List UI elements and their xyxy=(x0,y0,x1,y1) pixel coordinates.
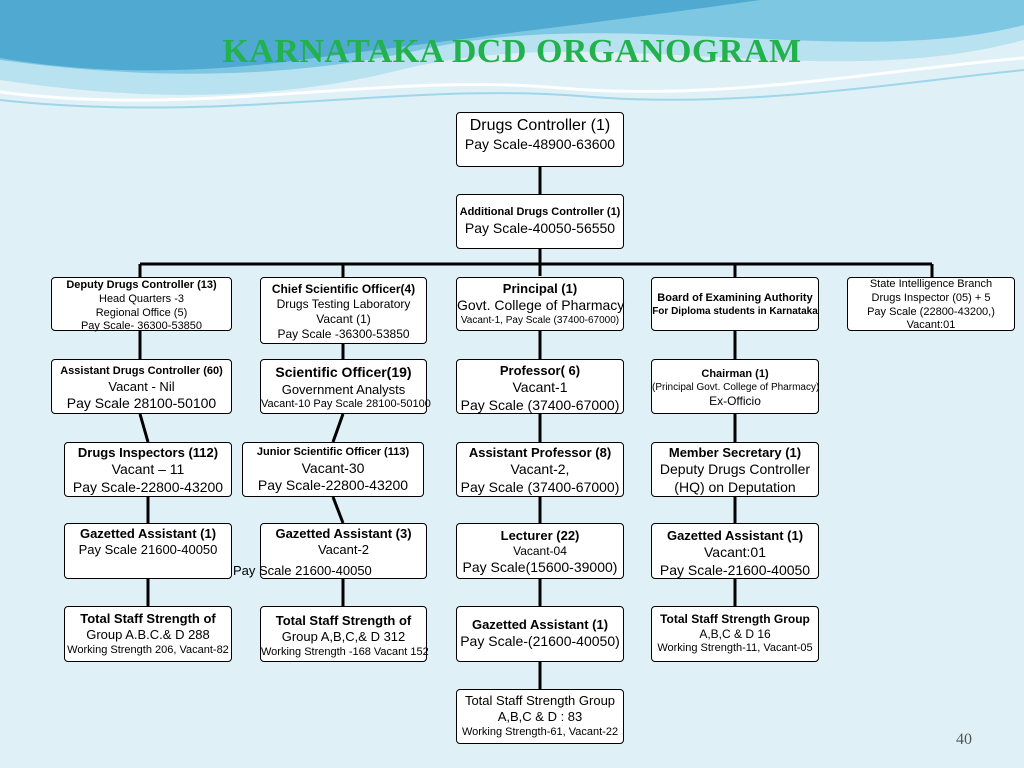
jso-payscale: Pay Scale-22800-43200 xyxy=(257,477,409,494)
ddc-regional: Regional Office (5) xyxy=(95,306,188,319)
di-payscale: Pay Scale-22800-43200 xyxy=(72,478,224,495)
cso-payscale: Pay Scale -36300-53850 xyxy=(277,327,410,341)
col2-ga-vacant: Vacant-2 xyxy=(317,542,370,558)
ddc-title: Deputy Drugs Controller (13) xyxy=(66,279,217,291)
header-wave-decoration xyxy=(0,0,1024,130)
di-title: Drugs Inspectors (112) xyxy=(77,445,219,460)
col4-gazetted-assistant-box: Gazetted Assistant (1) Vacant:01 Pay Sca… xyxy=(651,523,819,579)
asst-prof-title: Assistant Professor (8) xyxy=(468,445,612,460)
adc-vacant: Vacant - Nil xyxy=(108,378,175,394)
deputy-drugs-controller-box: Deputy Drugs Controller (13) Head Quarte… xyxy=(51,277,232,333)
asst-prof-payscale: Pay Scale (37400-67000) xyxy=(460,478,620,495)
page-title: KARNATAKA DCD ORGANOGRAM xyxy=(222,33,802,70)
board-subtitle: For Diploma students in Karnataka xyxy=(652,305,818,317)
col1-gazetted-assistant-box: Gazetted Assistant (1) Pay Scale 21600-4… xyxy=(64,523,232,579)
ddc-hq: Head Quarters -3 xyxy=(99,292,184,305)
col3-total-working: Working Strength-61, Vacant-22 xyxy=(461,725,619,738)
col3-total-group: A,B,C & D : 83 xyxy=(497,709,583,725)
professor-box: Professor( 6) Vacant-1 Pay Scale (37400-… xyxy=(456,359,624,414)
col4-total-working: Working Strength-11, Vacant-05 xyxy=(657,642,813,654)
chairman-box: Chairman (1) (Principal Govt. College of… xyxy=(651,359,819,414)
so-vacant-payscale: Vacant-10 Pay Scale 28100-50100 xyxy=(261,397,431,410)
col4-ga-title: Gazetted Assistant (1) xyxy=(666,528,804,543)
col1-total-title: Total Staff Strength of xyxy=(80,611,216,626)
additional-drugs-controller-title: Additional Drugs Controller (1) xyxy=(459,206,621,218)
col2-total-working: Working Strength -168 Vacant 152 xyxy=(261,645,429,658)
principal-college: Govt. College of Pharmacy xyxy=(457,297,625,314)
board-title: Board of Examining Authority xyxy=(657,292,813,304)
member-sec-title: Member Secretary (1) xyxy=(668,445,802,460)
col2-total-title: Total Staff Strength of xyxy=(275,613,412,628)
col3-total-strength-box: Total Staff Strength Group A,B,C & D : 8… xyxy=(456,689,624,744)
col1-total-working: Working Strength 206, Vacant-82 xyxy=(67,643,229,656)
board-examining-authority-box: Board of Examining Authority For Diploma… xyxy=(651,277,819,331)
col1-ga-payscale: Pay Scale 21600-40050 xyxy=(78,542,218,558)
adc-payscale: Pay Scale 28100-50100 xyxy=(66,395,217,411)
principal-vacant-payscale: Vacant-1, Pay Scale (37400-67000) xyxy=(460,314,620,326)
junior-scientific-officer-box: Junior Scientific Officer (113) Vacant-3… xyxy=(242,442,424,497)
cso-vacant: Vacant (1) xyxy=(316,312,371,326)
cso-lab: Drugs Testing Laboratory xyxy=(276,297,411,311)
col3-total-title: Total Staff Strength Group xyxy=(464,693,616,708)
state-intelligence-branch-box: State Intelligence Branch Drugs Inspecto… xyxy=(847,277,1015,331)
member-sec-deputation: (HQ) on Deputation xyxy=(674,478,796,495)
assistant-drugs-controller-box: Assistant Drugs Controller (60) Vacant -… xyxy=(51,359,232,414)
sib-title: State Intelligence Branch xyxy=(869,278,993,290)
additional-drugs-controller-box: Additional Drugs Controller (1) Pay Scal… xyxy=(456,194,624,249)
col2-ga-title: Gazetted Assistant (3) xyxy=(275,526,412,541)
col2-total-strength-box: Total Staff Strength of Group A,B,C,& D … xyxy=(260,606,429,662)
drugs-controller-payscale: Pay Scale-48900-63600 xyxy=(464,136,616,152)
col1-total-group: Group A.B.C.& D 288 xyxy=(86,627,210,643)
sib-inspectors: Drugs Inspector (05) + 5 xyxy=(871,291,991,304)
drugs-inspectors-box: Drugs Inspectors (112) Vacant – 11 Pay S… xyxy=(64,442,232,497)
chairman-title: Chairman (1) xyxy=(701,368,769,380)
col2-total-group: Group A,B,C,& D 312 xyxy=(281,629,406,645)
cso-title: Chief Scientific Officer(4) xyxy=(271,282,416,296)
lecturer-box: Lecturer (22) Vacant-04 Pay Scale(15600-… xyxy=(456,523,624,579)
col4-ga-vacant: Vacant:01 xyxy=(703,544,766,561)
col1-total-strength-box: Total Staff Strength of Group A.B.C.& D … xyxy=(64,606,232,662)
adc-title: Assistant Drugs Controller (60) xyxy=(60,365,223,377)
asst-prof-vacant: Vacant-2, xyxy=(510,461,570,478)
col4-total-title: Total Staff Strength Group xyxy=(660,612,810,626)
assistant-professor-box: Assistant Professor (8) Vacant-2, Pay Sc… xyxy=(456,442,624,497)
member-secretary-box: Member Secretary (1) Deputy Drugs Contro… xyxy=(651,442,819,497)
drugs-controller-box: Drugs Controller (1) Pay Scale-48900-636… xyxy=(456,112,624,167)
principal-box: Principal (1) Govt. College of Pharmacy … xyxy=(456,277,624,331)
di-vacant: Vacant – 11 xyxy=(111,461,185,478)
col2-gazetted-assistant-box: Gazetted Assistant (3) Vacant-2 Pay Scal… xyxy=(233,523,427,579)
chief-scientific-officer-box: Chief Scientific Officer(4) Drugs Testin… xyxy=(260,277,427,344)
col3-ga-payscale: Pay Scale-(21600-40050) xyxy=(460,633,620,650)
professor-title: Professor( 6) xyxy=(499,363,581,378)
col3-ga-title: Gazetted Assistant (1) xyxy=(471,617,609,632)
col4-ga-payscale: Pay Scale-21600-40050 xyxy=(659,561,811,578)
so-title: Scientific Officer(19) xyxy=(275,364,412,380)
col3-gazetted-assistant-box: Gazetted Assistant (1) Pay Scale-(21600-… xyxy=(456,606,624,662)
lecturer-title: Lecturer (22) xyxy=(500,528,580,543)
chairman-exofficio: Ex-Officio xyxy=(709,394,761,409)
additional-drugs-controller-payscale: Pay Scale-40050-56550 xyxy=(464,219,616,236)
jso-vacant: Vacant-30 xyxy=(301,459,365,476)
so-analysts: Government Analysts xyxy=(281,381,406,397)
lecturer-vacant: Vacant-04 xyxy=(513,544,567,559)
jso-title: Junior Scientific Officer (113) xyxy=(256,446,410,458)
col4-total-strength-box: Total Staff Strength Group A,B,C & D 16 … xyxy=(651,606,819,662)
member-sec-deputy: Deputy Drugs Controller xyxy=(659,461,811,478)
sib-vacant: Vacant:01 xyxy=(906,319,956,332)
chairman-principal: (Principal Govt. College of Pharmacy) xyxy=(652,381,820,393)
lecturer-payscale: Pay Scale(15600-39000) xyxy=(462,559,618,576)
col4-total-group: A,B,C & D 16 xyxy=(699,627,771,641)
sib-payscale: Pay Scale (22800-43200,) xyxy=(867,305,995,318)
col2-ga-payscale: Pay Scale 21600-40050 xyxy=(233,562,372,578)
scientific-officer-box: Scientific Officer(19) Government Analys… xyxy=(260,359,431,414)
principal-title: Principal (1) xyxy=(502,281,578,296)
col1-ga-title: Gazetted Assistant (1) xyxy=(79,526,217,541)
drugs-controller-title: Drugs Controller (1) xyxy=(469,117,611,134)
professor-payscale: Pay Scale (37400-67000) xyxy=(460,396,620,413)
ddc-payscale: Pay Scale- 36300-53850 xyxy=(80,320,203,333)
page-number: 40 xyxy=(956,731,972,748)
professor-vacant: Vacant-1 xyxy=(512,379,568,396)
